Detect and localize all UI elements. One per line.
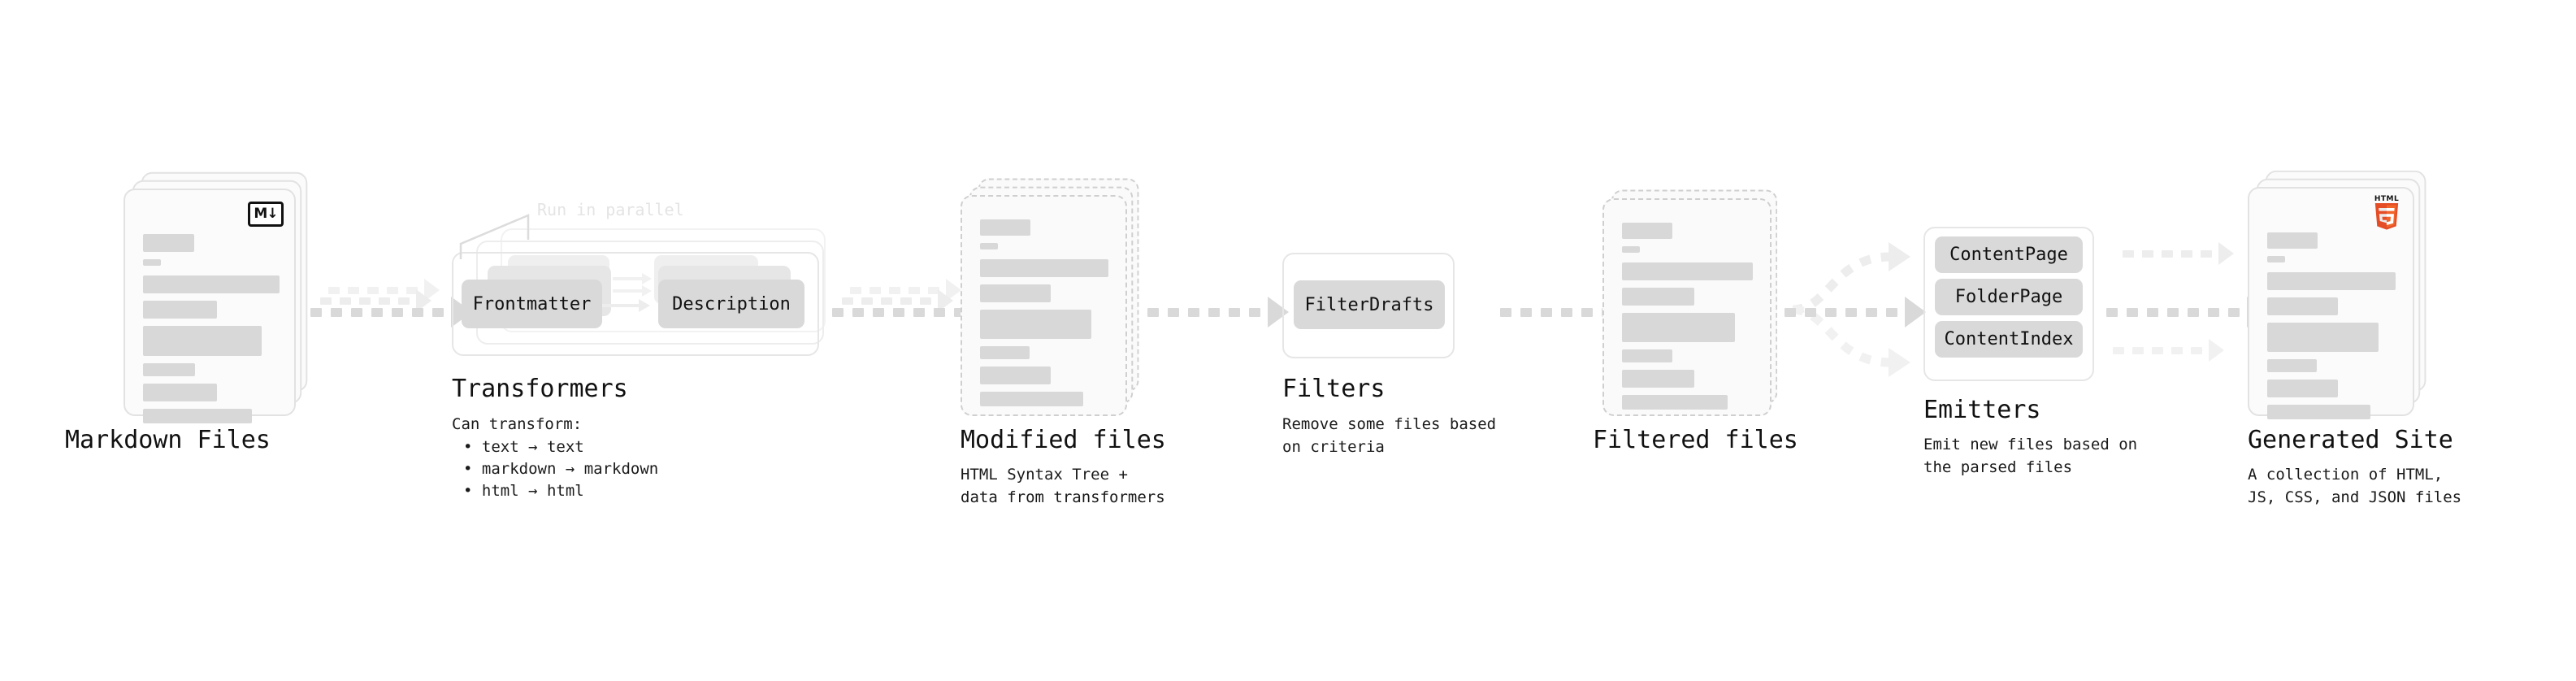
arrow-head-icon <box>938 289 953 312</box>
card-content-lines <box>2267 232 2398 427</box>
run-in-parallel-label: Run in parallel <box>537 200 684 219</box>
emitter-pill-contentindex[interactable]: ContentIndex <box>1935 321 2083 358</box>
arrow-dashes <box>832 307 974 317</box>
stage-title-filtered-files: Filtered files <box>1593 426 1798 454</box>
bullet-text: text → text <box>481 438 584 456</box>
filtered-card-front <box>1602 198 1772 416</box>
markdown-card-front: M↓ <box>124 189 296 423</box>
arrow-head-icon <box>1905 297 1926 327</box>
arrow-head-icon <box>642 285 652 297</box>
filters-group-box <box>1282 253 1455 358</box>
connector-filtered-to-emitters-main <box>1785 297 1926 327</box>
stage-subtitle-emitters: Emit new files based on the parsed files <box>1923 436 2138 476</box>
emitter-pill-contentpage[interactable]: ContentPage <box>1935 236 2083 273</box>
arrow-dashes <box>320 297 418 306</box>
stage-title-filters: Filters <box>1282 375 1386 403</box>
generated-card-front: HTML <box>2248 187 2414 419</box>
bullet-text: markdown → markdown <box>481 460 659 478</box>
arrow-dashes <box>850 286 948 295</box>
arrow-dashes <box>2113 346 2210 355</box>
markdown-files-stack: M↓ M↓ M↓ <box>124 171 308 423</box>
stage-subtitle-generated-site: A collection of HTML, JS, CSS, and JSON … <box>2248 466 2462 506</box>
card-content-lines <box>980 219 1111 414</box>
arrow-dashes <box>1785 307 1906 317</box>
arrow-head-icon <box>639 299 650 312</box>
transformer-bullet-1: • text → text <box>463 438 584 456</box>
arrow-dashes <box>1147 307 1269 317</box>
connector-modified-to-filters <box>1147 297 1289 327</box>
transformers-group-front <box>452 252 819 356</box>
arrow-dashes <box>328 286 426 295</box>
arrow-head-icon <box>2209 339 2224 362</box>
arrow-dashes <box>842 297 939 306</box>
arrow-head-icon <box>2218 242 2234 265</box>
arrow-head-icon <box>1268 297 1289 327</box>
transformer-bullet-2: • markdown → markdown <box>463 460 659 478</box>
stage-title-transformers: Transformers <box>452 375 628 403</box>
modified-files-stack <box>961 178 1139 416</box>
card-content-lines <box>143 234 280 431</box>
bullet-text: html → html <box>481 482 584 500</box>
arrow-dashes <box>2123 249 2220 258</box>
markdown-badge-icon: M↓ <box>248 202 284 227</box>
stage-subtitle-filters: Remove some files based on criteria <box>1282 415 1497 456</box>
emitter-pill-folderpage[interactable]: FolderPage <box>1935 279 2083 315</box>
transformer-bullet-3: • html → html <box>463 482 584 500</box>
emitters-group-box <box>1923 227 2094 381</box>
stage-title-generated-site: Generated Site <box>2248 426 2453 454</box>
html5-shield-icon <box>2374 203 2399 230</box>
transformer-pill-description[interactable]: Description <box>658 280 804 328</box>
stage-title-emitters: Emitters <box>1923 396 2041 424</box>
card-content-lines <box>1622 223 1755 417</box>
stage-subtitle-transformers: Can transform: <box>452 415 583 433</box>
filter-pill-filterdrafts[interactable]: FilterDrafts <box>1294 280 1445 329</box>
arrow-dashes <box>310 307 453 317</box>
generated-site-stack: CSS HTML <box>2248 170 2426 419</box>
stage-title-modified-files: Modified files <box>961 426 1166 454</box>
arrow-dashes <box>2106 307 2249 317</box>
stage-subtitle-modified-files: HTML Syntax Tree + data from transformer… <box>961 466 1165 506</box>
filtered-files-stack <box>1602 189 1778 416</box>
html5-badge-icon: HTML <box>2370 195 2403 231</box>
modified-card-front <box>961 195 1127 416</box>
arrow-head-icon <box>416 289 432 312</box>
transformer-pill-frontmatter[interactable]: Frontmatter <box>462 280 602 328</box>
stage-title-markdown-files: Markdown Files <box>65 426 271 454</box>
arrow-head-icon <box>642 273 652 284</box>
html5-badge-label: HTML <box>2374 195 2400 203</box>
